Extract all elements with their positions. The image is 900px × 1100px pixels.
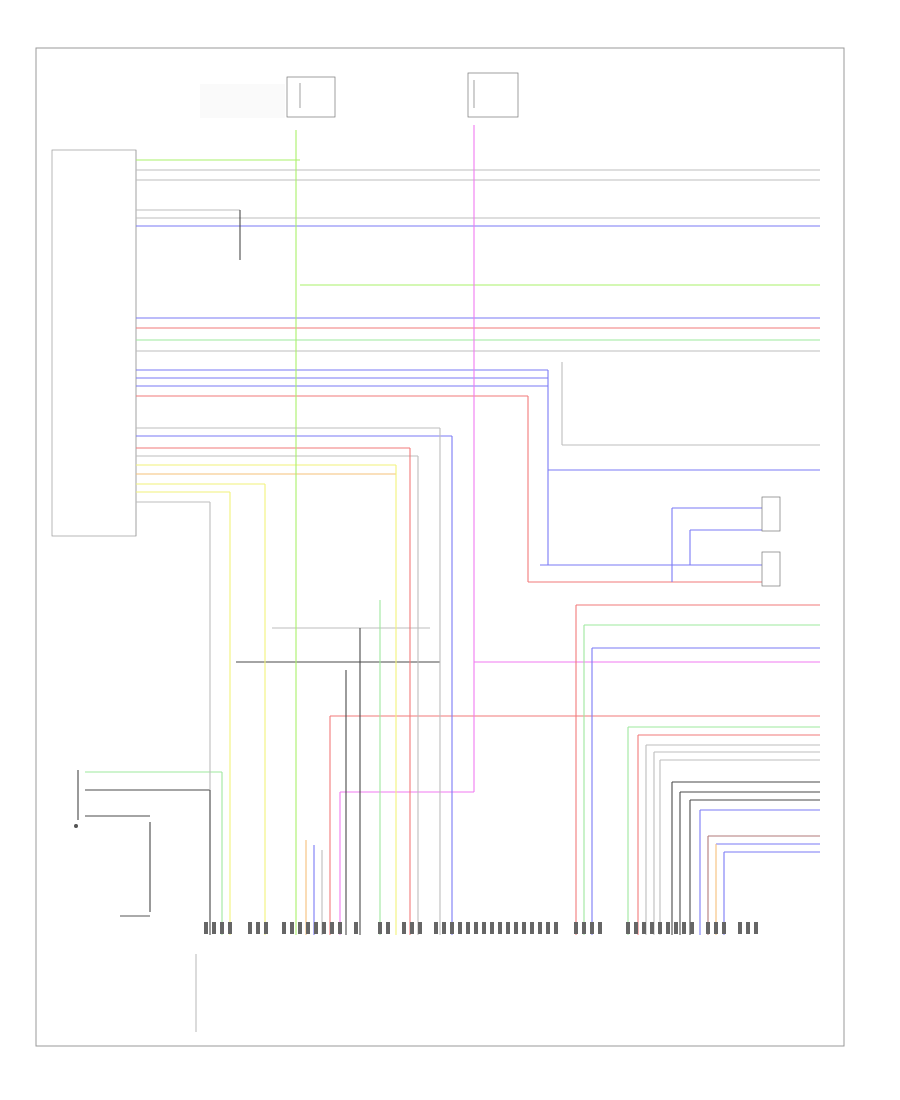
connector-pin bbox=[690, 922, 694, 934]
connector-pin bbox=[626, 922, 630, 934]
connector-pin bbox=[474, 922, 478, 934]
connector-pin bbox=[650, 922, 654, 934]
connector-pin bbox=[458, 922, 462, 934]
connector-pin bbox=[514, 922, 518, 934]
connector-pin bbox=[590, 922, 594, 934]
connector-pin bbox=[290, 922, 294, 934]
diagram-frame bbox=[35, 47, 845, 1047]
connector-pin bbox=[522, 922, 526, 934]
top-right-fuse-block bbox=[467, 72, 519, 118]
connector-pin bbox=[248, 922, 252, 934]
connector-pin bbox=[674, 922, 678, 934]
vertical-wires bbox=[209, 125, 725, 935]
connector-pin bbox=[538, 922, 542, 934]
connector-pin bbox=[450, 922, 454, 934]
connector-pin bbox=[228, 922, 232, 934]
connector-pin bbox=[402, 922, 406, 934]
connector-pin bbox=[466, 922, 470, 934]
connector-pin bbox=[546, 922, 550, 934]
connector-pin bbox=[554, 922, 558, 934]
bottom-connector-pins bbox=[204, 922, 758, 934]
connector-pin bbox=[204, 922, 208, 934]
top-left-fuse-block bbox=[200, 76, 336, 118]
control-unit-block bbox=[51, 149, 137, 537]
connector-pin bbox=[498, 922, 502, 934]
connector-pin bbox=[410, 922, 414, 934]
connector-pin bbox=[574, 922, 578, 934]
connector-pin bbox=[322, 922, 326, 934]
connector-pin bbox=[378, 922, 382, 934]
connector-pin bbox=[264, 922, 268, 934]
ground-switch bbox=[74, 770, 151, 917]
right-component-lower bbox=[761, 551, 781, 587]
connector-pin bbox=[634, 922, 638, 934]
connector-pin bbox=[306, 922, 310, 934]
connector-pin bbox=[746, 922, 750, 934]
connector-pin bbox=[298, 922, 302, 934]
connector-pin bbox=[434, 922, 438, 934]
connector-pin bbox=[714, 922, 718, 934]
connector-pin bbox=[530, 922, 534, 934]
connector-pin bbox=[482, 922, 486, 934]
connector-pin bbox=[706, 922, 710, 934]
connector-pin bbox=[754, 922, 758, 934]
connector-pin bbox=[598, 922, 602, 934]
connector-pin bbox=[256, 922, 260, 934]
horizontal-wires bbox=[85, 159, 820, 853]
connector-pin bbox=[418, 922, 422, 934]
connector-pin bbox=[338, 922, 342, 934]
connector-pin bbox=[682, 922, 686, 934]
connector-pin bbox=[738, 922, 742, 934]
connector-pin bbox=[582, 922, 586, 934]
connector-pin bbox=[330, 922, 334, 934]
connector-pin bbox=[386, 922, 390, 934]
connector-pin bbox=[442, 922, 446, 934]
connector-pin bbox=[506, 922, 510, 934]
connector-pin bbox=[212, 922, 216, 934]
connector-pin bbox=[722, 922, 726, 934]
connector-pin bbox=[314, 922, 318, 934]
connector-pin bbox=[282, 922, 286, 934]
connector-pin bbox=[658, 922, 662, 934]
right-component-upper bbox=[761, 496, 781, 532]
connector-pin bbox=[354, 922, 358, 934]
connector-pin bbox=[642, 922, 646, 934]
connector-pin bbox=[490, 922, 494, 934]
connector-pin bbox=[220, 922, 224, 934]
connector-pin bbox=[666, 922, 670, 934]
